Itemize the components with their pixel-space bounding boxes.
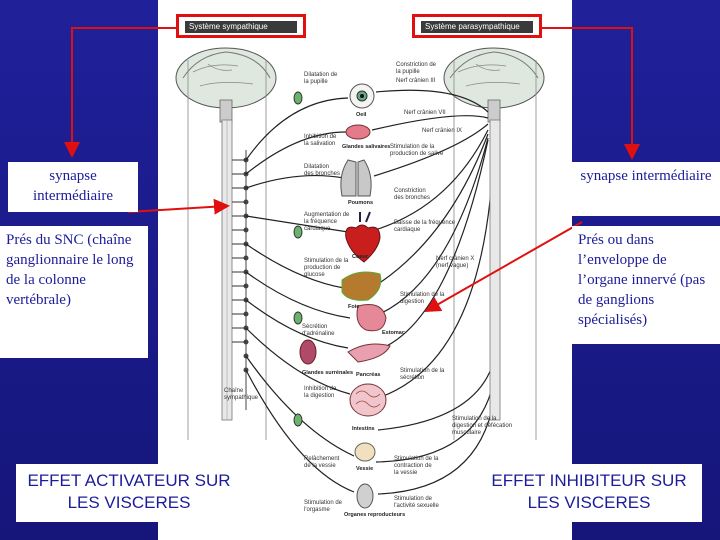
organ-label: Pancréas <box>356 372 381 378</box>
ganglion-markers <box>293 91 303 427</box>
left-location-label: Prés du SNC (chaîne ganglionnaire le lon… <box>6 232 134 308</box>
organ-label: Estomac <box>382 330 405 336</box>
effect-label: Baisse de la fréquence cardiaque <box>394 220 456 233</box>
bladder-drawing <box>354 442 376 462</box>
sympathetic-fibers <box>245 97 355 493</box>
organ-label: Intestins <box>352 426 375 432</box>
salivary-glands-drawing <box>345 124 371 140</box>
left-effect-label: EFFET ACTIVATEUR SUR LES VISCERES <box>27 471 231 512</box>
effect-label: Augmentation de la fréquence cardiaque <box>304 212 350 232</box>
effect-label: Dilatation de la pupille <box>304 72 338 85</box>
effect-label: Stimulation de la digestion et défécatio… <box>452 416 513 436</box>
effect-label: Stimulation de la contraction de la vess… <box>394 456 439 476</box>
stomach-drawing <box>356 304 387 332</box>
effect-label: Constriction de la pupille <box>396 62 437 75</box>
adrenal-gland-drawing <box>299 339 317 365</box>
lungs-drawing <box>340 159 372 197</box>
right-spinal-cord <box>489 119 501 421</box>
effect-label: Constriction des bronches <box>394 188 431 201</box>
effect-label: Stimulation de la digestion <box>400 292 445 305</box>
intestines-drawing <box>349 383 387 417</box>
organ-label: Oeil <box>356 112 367 118</box>
right-synapse-box: synapse intermédiaire <box>572 162 720 216</box>
right-effect-label: EFFET INHIBITEUR SUR LES VISCERES <box>491 471 687 512</box>
right-location-label: Prés ou dans l’enveloppe de l’organe inn… <box>578 232 706 328</box>
effect-label: Dilatation des bronches <box>304 164 341 177</box>
eye-drawing <box>349 83 375 109</box>
reproductive-organs-drawing <box>356 483 374 509</box>
right-location-box: Prés ou dans l’enveloppe de l’organe inn… <box>572 226 720 344</box>
effect-label: Nerf crânien X (nerf vague) <box>436 256 475 269</box>
organ-label: Coeur <box>352 254 368 260</box>
organ-label: Poumons <box>348 200 374 206</box>
left-synapse-label: synapse intermédiaire <box>33 168 113 204</box>
effect-label: Stimulation de l'orgasme <box>304 500 343 513</box>
organ-label: Foie <box>348 304 360 310</box>
heart-drawing <box>345 211 381 263</box>
organ-label: Glandes surrénales <box>302 370 354 376</box>
parasympathetic-fibers <box>367 89 495 495</box>
left-brain-drawing <box>175 47 277 123</box>
left-effect-box: EFFET ACTIVATEUR SUR LES VISCERES <box>16 464 242 522</box>
effect-label: Inhibition de la salivation <box>304 134 337 147</box>
left-synapse-box: synapse intermédiaire <box>8 162 138 212</box>
effect-label: Relâchement de la vessie <box>304 456 340 469</box>
organ-label: Glandes salivaires <box>342 144 391 150</box>
parasympathetic-header: Système parasympathique <box>412 14 542 38</box>
effect-label: Nerf crânien IX <box>422 128 463 134</box>
effect-label: Stimulation de l'activité sexuelle <box>394 496 439 509</box>
effect-label: Nerf crânien VII <box>404 110 446 116</box>
right-synapse-label: synapse intermédiaire <box>580 168 712 184</box>
chain-connections <box>232 159 246 343</box>
sympathetic-header: Système sympathique <box>176 14 306 38</box>
parasympathetic-header-label: Système parasympathique <box>421 21 533 33</box>
effect-label: Stimulation de la sécrétion <box>400 368 445 381</box>
autonomic-nervous-system-figure: Système sympathique Système parasympathi… <box>158 0 572 540</box>
effect-label: Stimulation de la production de salive <box>390 144 444 157</box>
pancreas-drawing <box>347 343 391 363</box>
organ-label: Organes reproducteurs <box>344 512 406 518</box>
liver-drawing <box>341 271 382 301</box>
left-location-box: Prés du SNC (chaîne ganglionnaire le lon… <box>0 226 148 358</box>
right-effect-box: EFFET INHIBITEUR SUR LES VISCERES <box>476 464 702 522</box>
sympathetic-header-label: Système sympathique <box>185 21 297 33</box>
effect-label: Nerf crânien III <box>396 78 436 84</box>
left-spinal-cord <box>221 119 233 421</box>
chain-label: Chaîne sympathique <box>224 388 259 401</box>
nervous-system-diagram <box>175 47 545 509</box>
organ-label: Vessie <box>356 466 374 472</box>
effect-label: Inhibition de la digestion <box>304 386 337 399</box>
right-brain-drawing <box>443 47 545 123</box>
effect-label: Sécrétion d'adrénaline <box>302 324 335 337</box>
effect-label: Stimulation de la production de glucose <box>304 258 349 278</box>
